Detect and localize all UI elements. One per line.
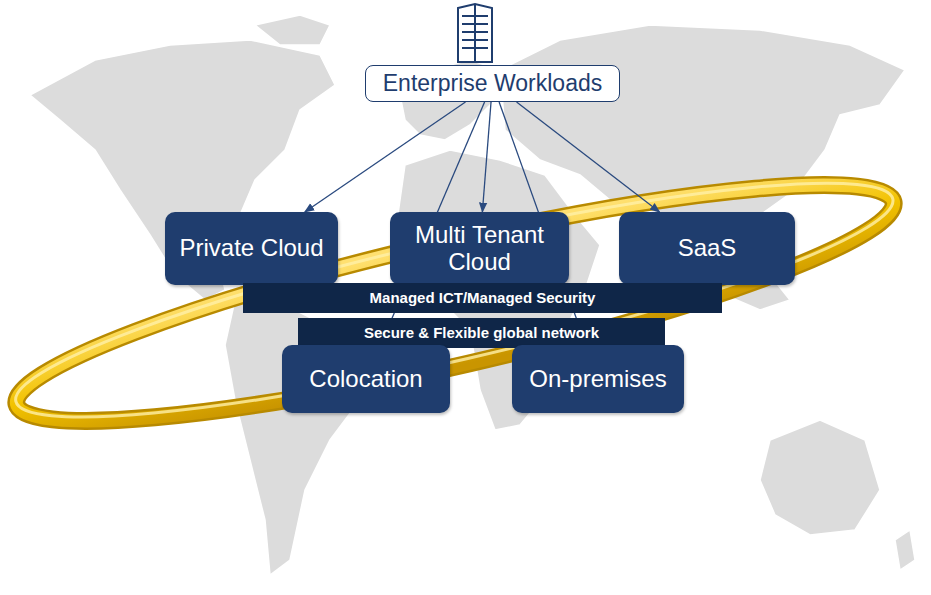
connector-arrow xyxy=(482,102,491,212)
connector-arrow xyxy=(305,102,466,212)
box-label: Managed ICT/Managed Security xyxy=(370,290,596,307)
layer-band: Managed ICT/Managed Security xyxy=(243,283,722,313)
box-label: SaaS xyxy=(678,235,737,261)
gold-ring xyxy=(2,140,907,464)
workload-box: Enterprise Workloads xyxy=(365,65,620,102)
box-label: Multi Tenant Cloud xyxy=(400,222,559,275)
service-box: SaaS xyxy=(619,212,795,285)
server-icon xyxy=(458,4,492,62)
world-map xyxy=(30,15,915,575)
box-label: On-premises xyxy=(529,366,666,392)
box-label: Colocation xyxy=(309,366,422,392)
service-box: Private Cloud xyxy=(165,212,338,285)
service-box: On-premises xyxy=(512,345,684,413)
service-box: Colocation xyxy=(282,345,450,413)
box-label: Private Cloud xyxy=(179,235,323,261)
connector-arrow xyxy=(517,102,660,212)
box-label: Secure & Flexible global network xyxy=(364,325,599,342)
layer-band: Secure & Flexible global network xyxy=(298,318,665,348)
box-label: Enterprise Workloads xyxy=(383,71,602,96)
service-box: Multi Tenant Cloud xyxy=(390,212,569,285)
